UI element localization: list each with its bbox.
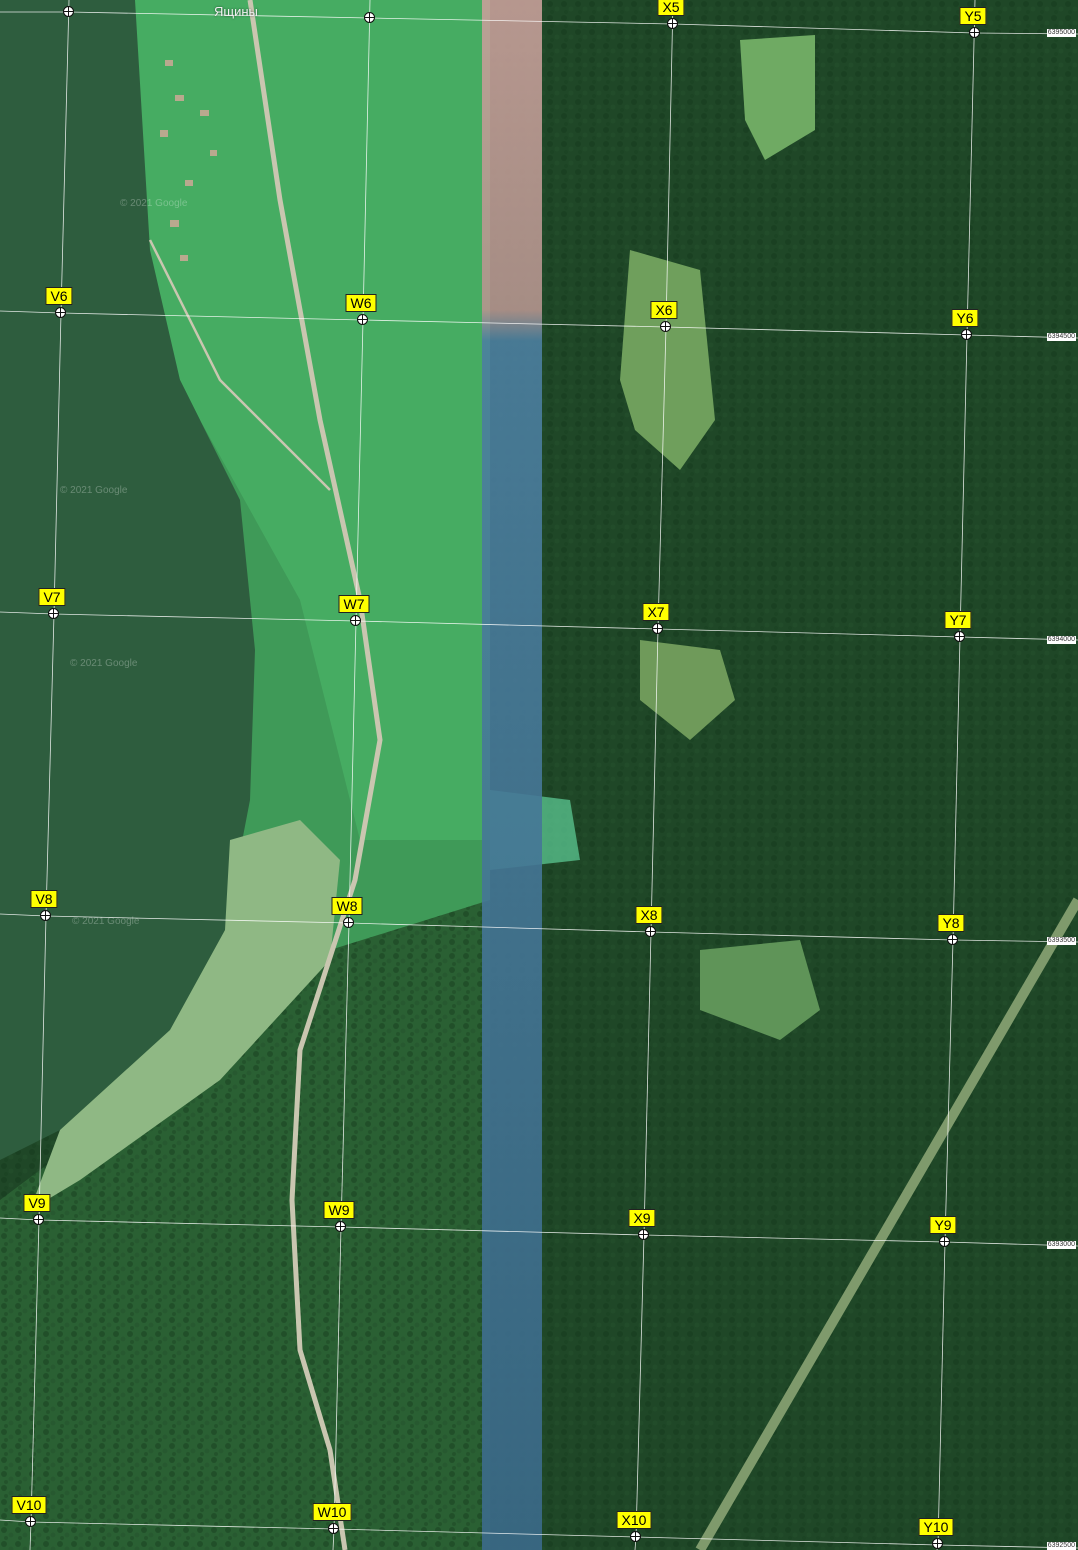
- google-watermark: © 2021 Google: [70, 658, 138, 669]
- marker-label: Y10: [918, 1518, 954, 1536]
- crosshair-icon: [335, 1221, 346, 1232]
- crosshair-icon: [645, 926, 656, 937]
- crosshair-icon: [25, 1516, 36, 1527]
- road: [247, 0, 383, 1550]
- google-watermark: © 2021 Google: [72, 916, 140, 927]
- crosshair-icon: [939, 1236, 950, 1247]
- marker-label: W7: [338, 595, 370, 613]
- crosshair-icon: [638, 1229, 649, 1240]
- clearing-2: [620, 250, 715, 470]
- marker-label: V7: [38, 588, 66, 606]
- crosshair-icon: [667, 18, 678, 29]
- northing-label: 6394500: [1046, 333, 1076, 341]
- marker-label: X5: [657, 0, 685, 16]
- marker-label: W8: [331, 897, 363, 915]
- marker-label: X6: [650, 301, 678, 319]
- northing-label: 6395000: [1046, 29, 1076, 37]
- crosshair-icon: [63, 6, 74, 17]
- crosshair-icon: [932, 1538, 943, 1549]
- marker-label: X8: [635, 906, 663, 924]
- marker-label: X7: [642, 603, 670, 621]
- marker-label: W9: [323, 1201, 355, 1219]
- marker-label: Y8: [937, 914, 965, 932]
- pale-meadow: [30, 820, 340, 1210]
- marker-label: Y6: [951, 309, 979, 327]
- marker-label: W10: [312, 1503, 352, 1521]
- marker-label: V9: [23, 1194, 51, 1212]
- crosshair-icon: [947, 934, 958, 945]
- crosshair-icon: [660, 321, 671, 332]
- crosshair-icon: [364, 12, 375, 23]
- clearing-3: [640, 640, 735, 740]
- northing-label: 6392500: [1046, 1542, 1076, 1550]
- marker-label: X9: [628, 1209, 656, 1227]
- crosshair-icon: [48, 608, 59, 619]
- google-watermark: © 2021 Google: [60, 485, 128, 496]
- crosshair-icon: [969, 27, 980, 38]
- marker-label: Y9: [929, 1216, 957, 1234]
- crosshair-icon: [328, 1523, 339, 1534]
- crosshair-icon: [357, 314, 368, 325]
- marker-label: V10: [11, 1496, 47, 1514]
- marker-label: V8: [30, 890, 58, 908]
- crosshair-icon: [55, 307, 66, 318]
- marker-label: Y7: [944, 611, 972, 629]
- marker-label: W6: [345, 294, 377, 312]
- crosshair-icon: [954, 631, 965, 642]
- village-houses: [160, 60, 217, 261]
- northing-label: 6393500: [1046, 937, 1076, 945]
- crosshair-icon: [33, 1214, 44, 1225]
- crosshair-icon: [961, 329, 972, 340]
- marker-label: X10: [616, 1511, 652, 1529]
- northing-label: 6393000: [1046, 1241, 1076, 1249]
- clearing-1: [740, 35, 815, 160]
- crosshair-icon: [343, 917, 354, 928]
- clearing-4: [700, 940, 820, 1040]
- crosshair-icon: [40, 910, 51, 921]
- northing-label: 6394000: [1046, 636, 1076, 644]
- crosshair-icon: [630, 1531, 641, 1542]
- marker-label: V6: [45, 287, 73, 305]
- crosshair-icon: [350, 615, 361, 626]
- marker-label: Y5: [959, 7, 987, 25]
- railway-line: [695, 897, 1078, 1550]
- google-watermark: © 2021 Google: [120, 198, 188, 209]
- village-name: Ящины: [214, 4, 258, 19]
- crosshair-icon: [652, 623, 663, 634]
- imagery-seam-strip: [482, 0, 542, 1550]
